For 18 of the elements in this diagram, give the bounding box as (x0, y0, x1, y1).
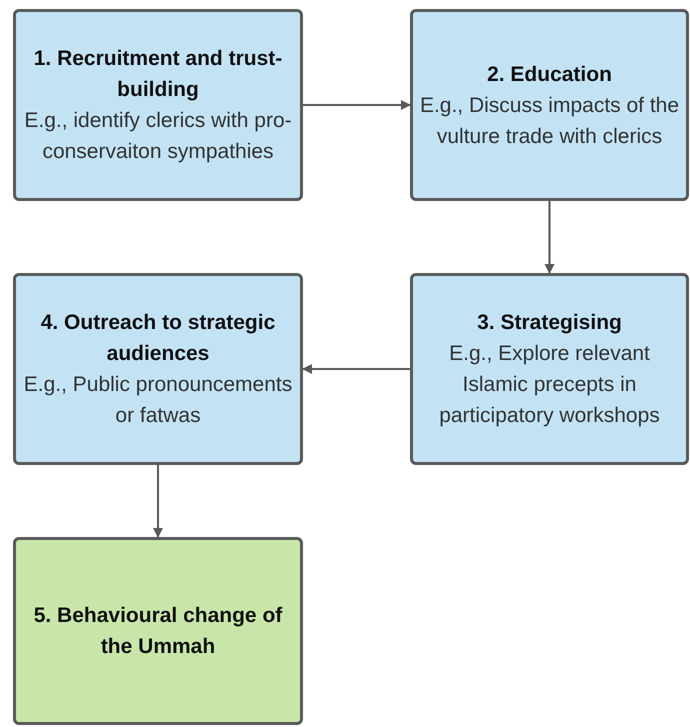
step-title: 5. Behavioural change of the Ummah (32, 603, 284, 660)
process-box (13, 537, 303, 725)
arrow (303, 100, 411, 110)
arrow (544, 201, 554, 274)
step-example: E.g., Public pronouncements or fatwas (22, 372, 294, 429)
step-title: 3. Strategising (477, 310, 622, 336)
step-example: E.g., Discuss impacts of the vulture trade with clerics (418, 92, 680, 150)
process-box (13, 9, 303, 201)
process-box (410, 9, 689, 201)
arrow (153, 465, 163, 538)
process-box (410, 273, 689, 465)
arrow (302, 364, 410, 374)
step-title: 4. Outreach to strategic audiences (40, 310, 276, 367)
step-example: E.g., identify clerics with pro-conservaiton sympathies (23, 108, 293, 165)
process-box (13, 273, 303, 465)
step-example: E.g., Explore relevant Islamic precepts in participatory workshops (438, 341, 661, 429)
step-title: 1. Recruitment and trust-building (32, 46, 284, 103)
step-title: 2. Education (487, 62, 612, 88)
